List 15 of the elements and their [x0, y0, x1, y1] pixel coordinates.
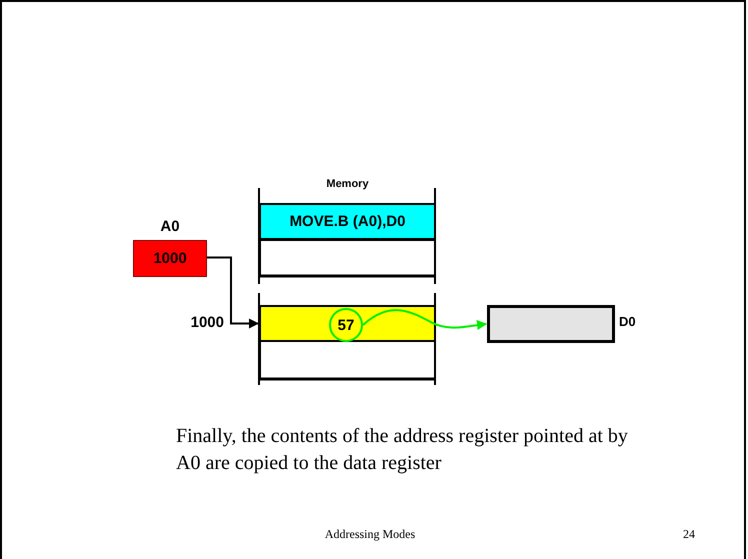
register-name: D0 — [619, 314, 637, 331]
arrow — [207, 256, 259, 328]
memory-cell — [259, 239, 436, 276]
register-name: A0 — [159, 218, 181, 237]
memory-cell — [259, 305, 436, 342]
footer-title: Addressing Modes — [324, 527, 416, 543]
arrow — [362, 309, 487, 330]
caption-text: Finally, the contents of the address register pointed at by A0 are copied to the data register — [176, 424, 629, 476]
address-label: 1000 — [190, 314, 224, 333]
value-circle: 57 — [329, 308, 363, 342]
page-number: 24 — [682, 527, 695, 543]
register-box — [487, 305, 615, 343]
memory-heading: Memory — [325, 178, 370, 192]
register-value: 1000 — [153, 250, 187, 267]
memory-cell: MOVE.B (A0),D0 — [259, 203, 436, 240]
